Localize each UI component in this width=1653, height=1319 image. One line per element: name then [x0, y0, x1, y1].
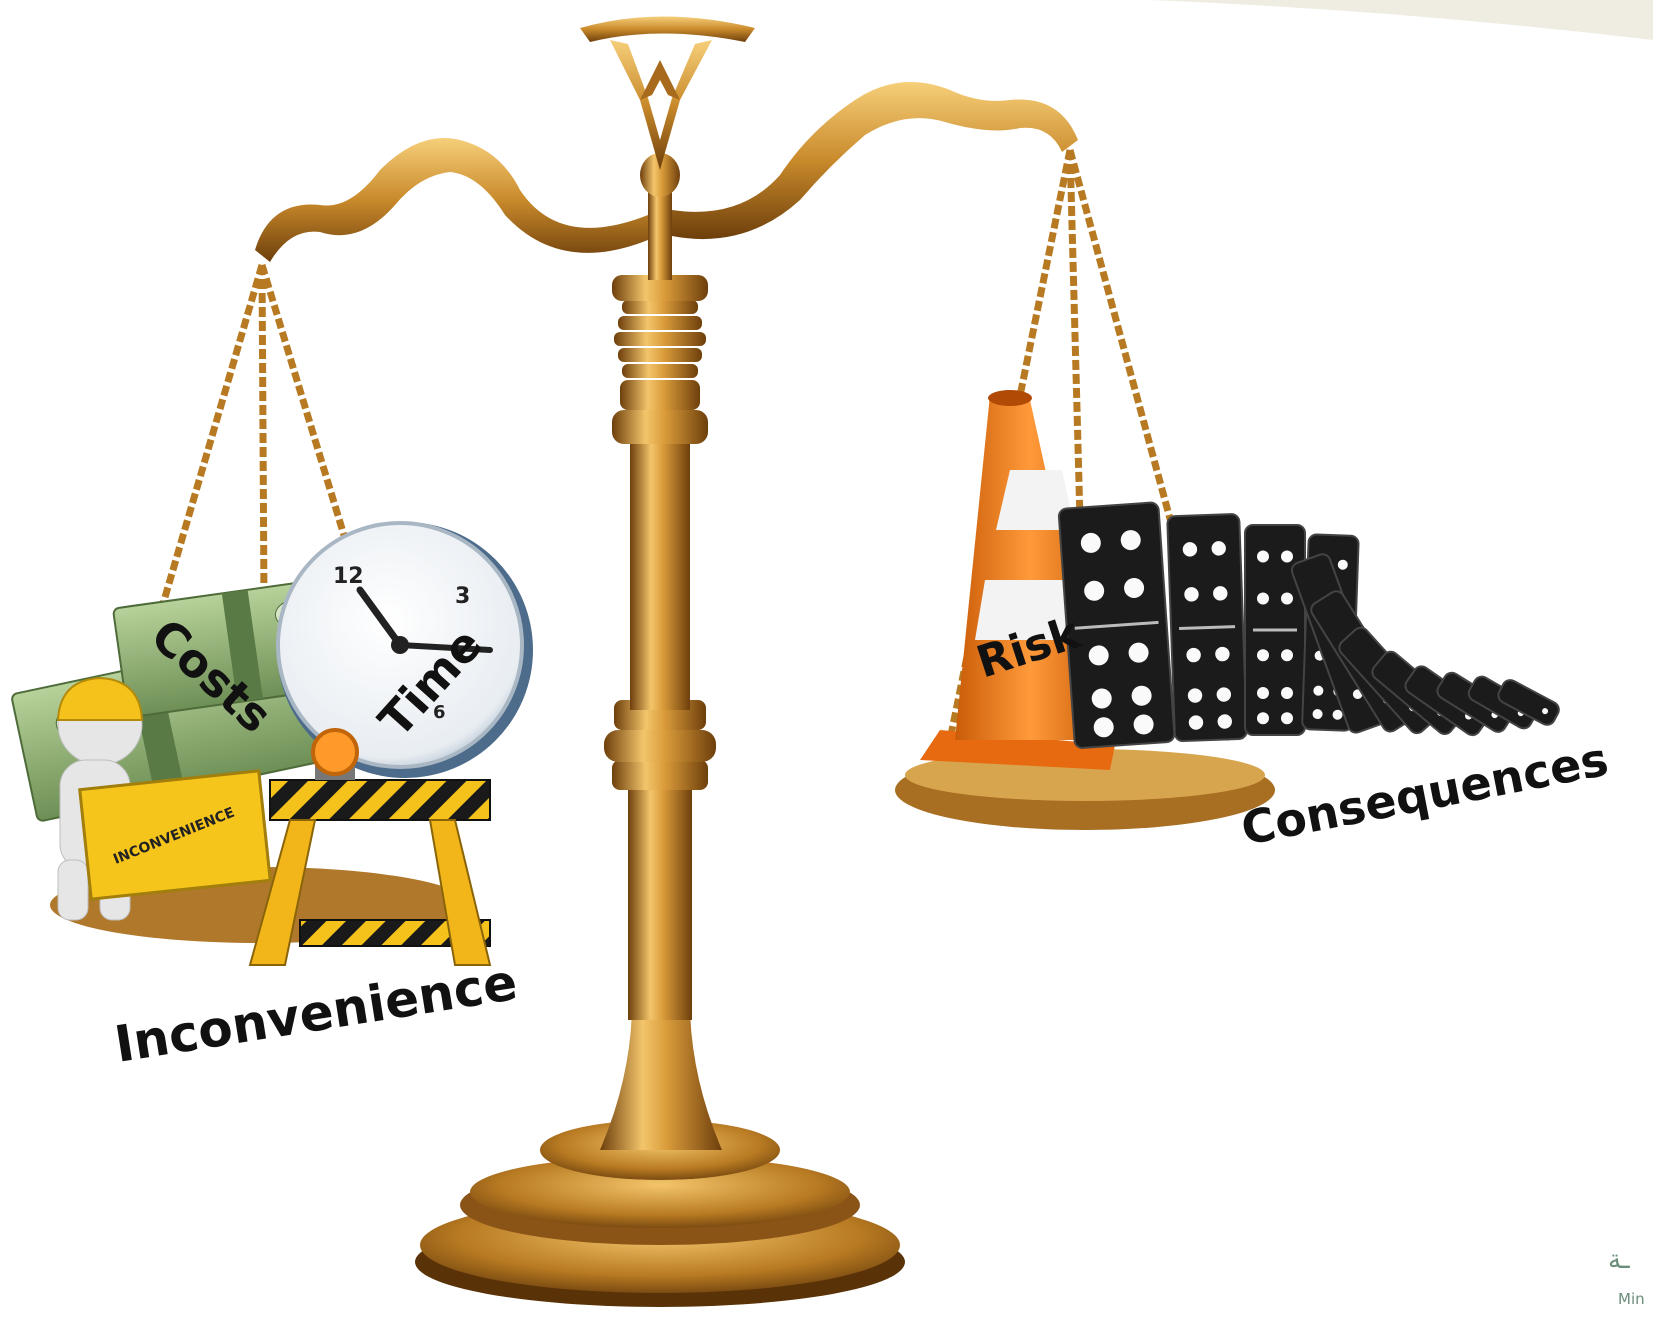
barrier-icon [248, 728, 492, 966]
corner-background [1150, 0, 1653, 40]
consequences-label: Consequences [1237, 732, 1613, 856]
scale-beam [255, 82, 1078, 262]
inconvenience-sign-icon: INCONVENIENCE [78, 769, 272, 901]
scale-top-ornament [580, 16, 755, 170]
clock-icon: 12 3 6 [276, 521, 533, 778]
logo-english-text: Min [1618, 1290, 1645, 1308]
domino-tile [1244, 524, 1306, 736]
clock-number-12: 12 [333, 564, 364, 589]
clock-number-6: 6 [433, 702, 446, 723]
clock-number-3: 3 [455, 584, 470, 609]
logo-arabic-text: ـة [1608, 1245, 1630, 1275]
scale-base [415, 1010, 905, 1307]
scale-pole [604, 153, 716, 1020]
domino-tile [1057, 501, 1176, 749]
domino-tile [1166, 513, 1248, 742]
dominoes-icon [1057, 501, 1560, 749]
domino-tile [1497, 679, 1560, 726]
inconvenience-label: Inconvenience [111, 953, 521, 1074]
ministry-logo-fragment: ـة Min [1608, 1245, 1645, 1308]
